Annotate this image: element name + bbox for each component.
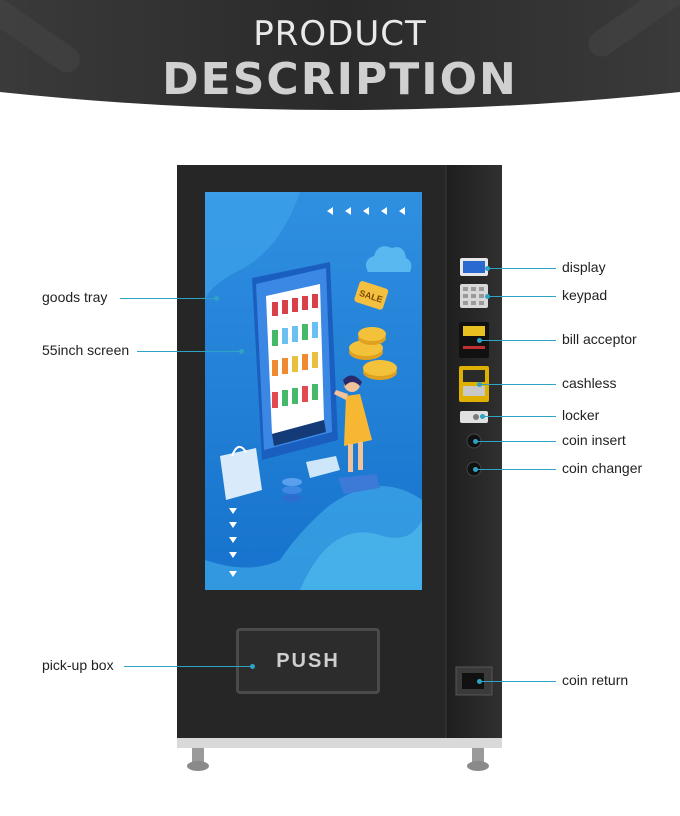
cabinet-side-panel <box>446 165 502 745</box>
label-pickup-box: pick-up box <box>42 657 114 673</box>
label-cashless: cashless <box>562 375 617 391</box>
callout-dot-pickup <box>250 664 255 669</box>
push-label: PUSH <box>276 649 340 672</box>
right-foot <box>467 761 489 771</box>
header-background <box>0 0 680 110</box>
shopping-bag-icon <box>220 445 262 500</box>
callout-dot-display <box>485 266 490 271</box>
label-coin-return: coin return <box>562 672 629 688</box>
product-box-icon <box>306 456 340 478</box>
sale-tag-icon: SALE <box>354 281 389 310</box>
label-display: display <box>562 259 606 275</box>
callout-dot-coin-changer <box>473 467 478 472</box>
label-locker: locker <box>562 407 600 423</box>
mini-machine-graphic <box>252 262 338 460</box>
pickup-box-push-door[interactable]: PUSH <box>236 628 380 694</box>
cloud-icon <box>366 246 412 272</box>
label-coin-insert: coin insert <box>562 432 626 448</box>
coin-stack-icon <box>349 327 397 380</box>
page-title-line2: DESCRIPTION <box>162 54 518 105</box>
callout-dot-locker <box>480 414 485 419</box>
callout-dot-bill-acceptor <box>477 338 482 343</box>
label-bill-acceptor: bill acceptor <box>562 331 637 347</box>
label-coin-changer: coin changer <box>562 460 643 476</box>
callout-line-screen <box>137 351 241 352</box>
callout-dot-screen <box>239 349 244 354</box>
callout-line-keypad <box>488 296 556 297</box>
callout-line-display <box>488 268 556 269</box>
callout-line-coin-insert <box>476 441 556 442</box>
callout-line-coin-changer <box>476 469 556 470</box>
label-goods-tray: goods tray <box>42 289 108 305</box>
callout-line-pickup <box>124 666 252 667</box>
label-keypad: keypad <box>562 287 608 303</box>
cabinet-base <box>177 738 502 748</box>
callout-dot-goods-tray <box>214 296 219 301</box>
left-foot <box>187 761 209 771</box>
callout-line-coin-return <box>480 681 556 682</box>
callout-line-cashless <box>480 384 556 385</box>
callout-dot-coin-insert <box>473 439 478 444</box>
callout-dot-keypad <box>485 294 490 299</box>
person-figure <box>334 375 380 494</box>
callout-dot-cashless <box>477 382 482 387</box>
callout-line-goods-tray <box>120 298 216 299</box>
header-banner: PRODUCT DESCRIPTION <box>0 0 680 120</box>
callout-line-bill-acceptor <box>480 340 556 341</box>
page-title-line1: PRODUCT <box>253 14 427 54</box>
callout-line-locker <box>483 416 556 417</box>
label-55inch-screen: 55inch screen <box>42 342 130 358</box>
callout-dot-coin-return <box>477 679 482 684</box>
